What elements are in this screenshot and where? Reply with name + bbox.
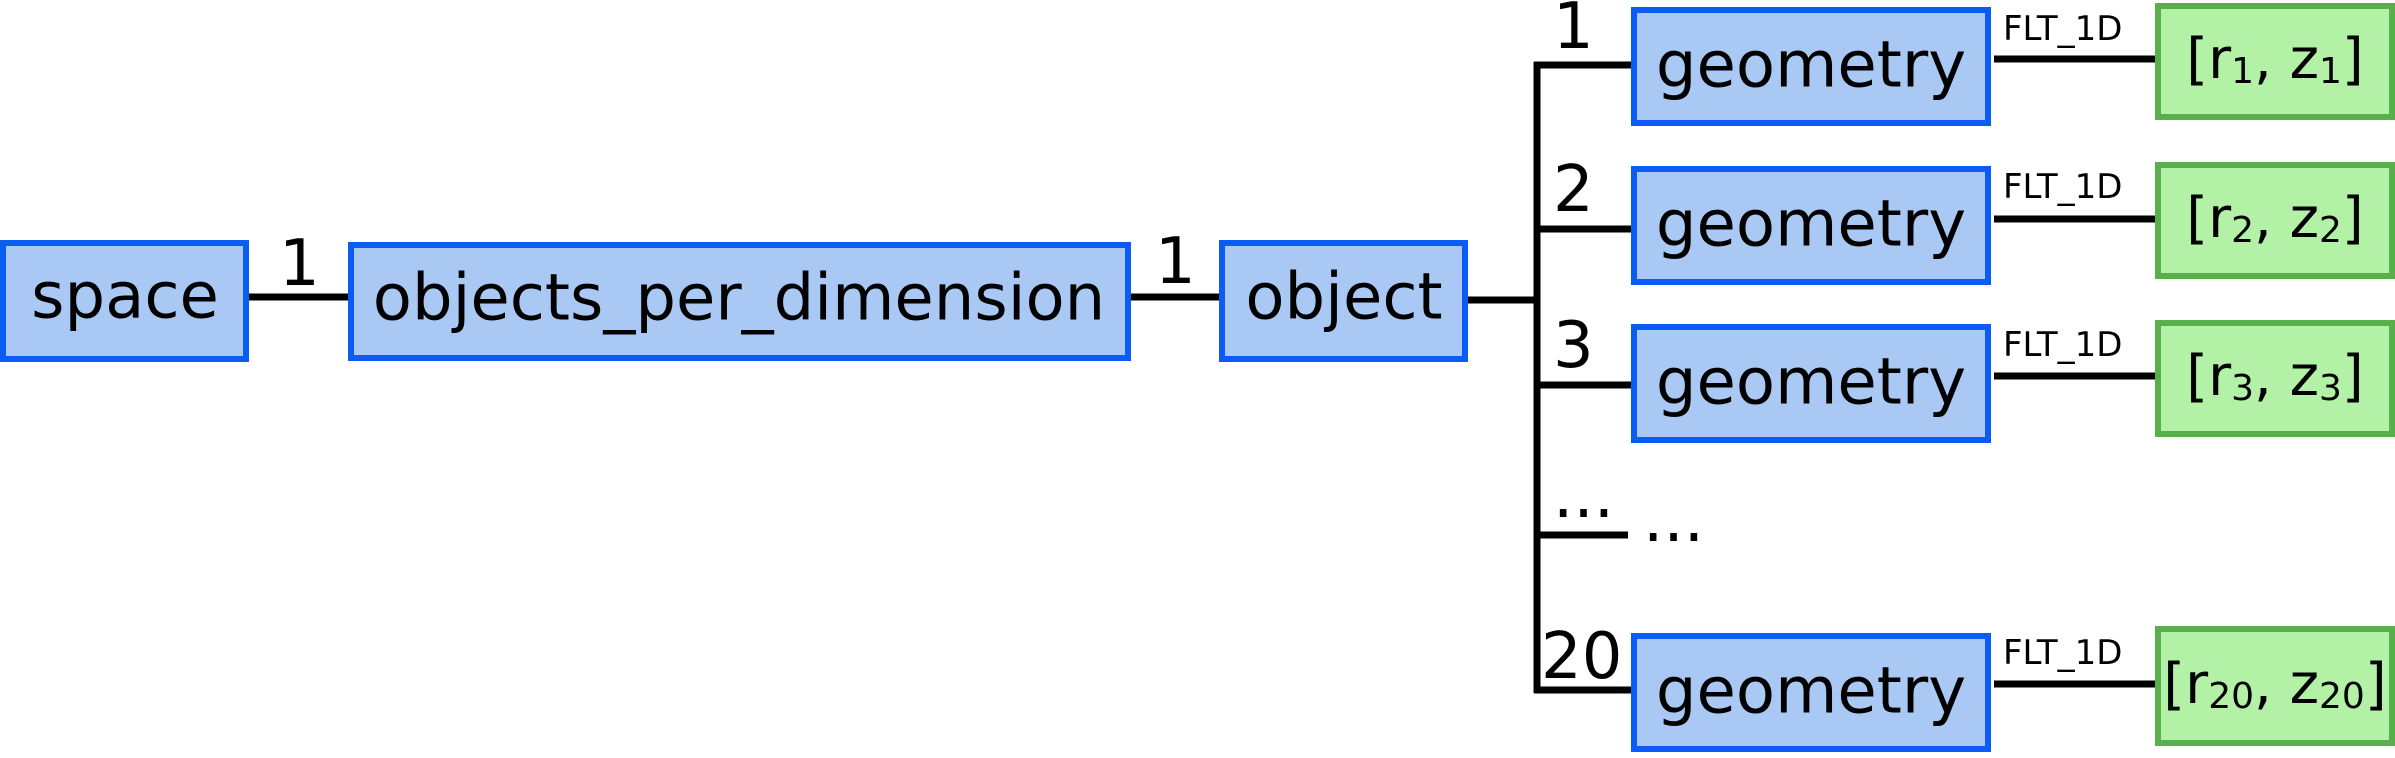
type-label-3: FLT_1D [2003,325,2122,365]
leaf-r-sub: 2 [2231,210,2254,251]
branch-index-3: 3 [1553,309,1594,383]
leaf-z-sub: 2 [2319,210,2342,251]
leaf-r-sub: 3 [2231,368,2254,409]
leaf-z-sub: 1 [2319,51,2342,92]
node-geometry-label: geometry [1656,655,1966,729]
type-label-20: FLT_1D [2003,633,2122,673]
node-objects-per-dimension: objects_per_dimension [348,242,1131,361]
leaf-z: z [2290,344,2319,409]
leaf-r: r [2208,27,2232,92]
leaf-node-20: [r20, z20] [2155,626,2395,746]
leaf-node-2: [r2, z2] [2155,162,2395,279]
node-geometry-2: geometry [1631,166,1991,285]
leaf-node-1: [r1, z1] [2155,3,2395,120]
branch-index-20: 20 [1541,620,1622,694]
branch-index-2: 2 [1553,153,1594,227]
branch-index-1: 1 [1553,0,1594,64]
node-object-label: object [1245,261,1442,335]
node-geometry-1: geometry [1631,7,1991,126]
leaf-r-sub: 1 [2231,51,2254,92]
leaf-z-sub: 3 [2319,368,2342,409]
leaf-z: z [2290,186,2319,251]
node-geometry-3: geometry [1631,324,1991,443]
multiplicity-object: 1 [1155,225,1196,299]
leaf-r: r [2208,186,2232,251]
leaf-z: z [2290,27,2319,92]
leaf-r: r [2208,344,2232,409]
node-geometry-label: geometry [1656,29,1966,103]
node-geometry-label: geometry [1656,188,1966,262]
multiplicity-objects: 1 [279,227,320,301]
node-object: object [1219,240,1468,362]
leaf-r-sub: 20 [2208,676,2254,717]
leaf-z: z [2290,652,2319,717]
node-space-label: space [31,260,219,334]
leaf-node-3: [r3, z3] [2155,320,2395,437]
leaf-r: r [2185,652,2209,717]
branch-index-ellipsis: ... [1553,459,1614,533]
type-label-2: FLT_1D [2003,167,2122,207]
node-space: space [0,240,249,362]
leaf-node-label: [r3, z3] [2186,344,2364,409]
leaf-node-label: [r1, z1] [2186,27,2364,92]
node-ellipsis: ... [1643,483,1704,557]
node-objects-per-dimension-label: objects_per_dimension [373,262,1105,336]
leaf-z-sub: 20 [2319,676,2365,717]
type-label-1: FLT_1D [2003,9,2122,49]
leaf-node-label: [r20, z20] [2163,652,2386,717]
node-geometry-label: geometry [1656,346,1966,420]
node-geometry-20: geometry [1631,633,1991,752]
